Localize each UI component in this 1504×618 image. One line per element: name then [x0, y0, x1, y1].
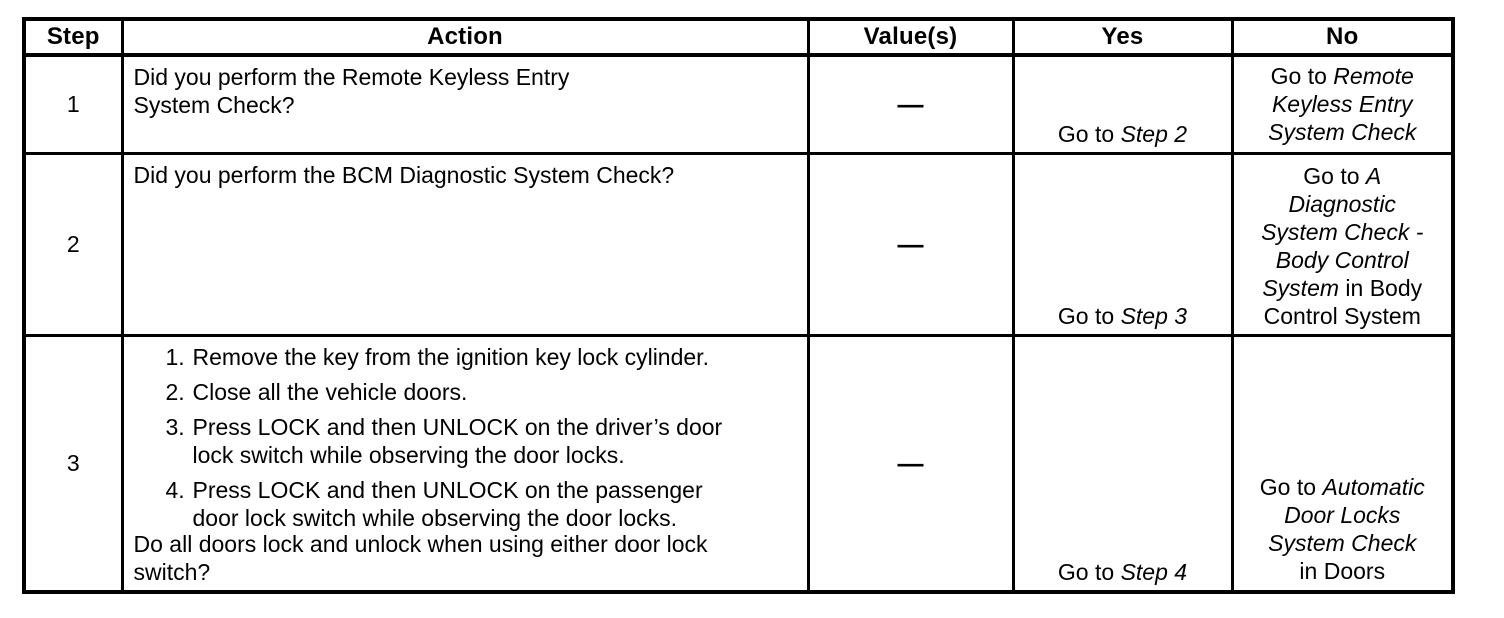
list-item: 1. Remove the key from the ignition key …	[166, 343, 783, 371]
header-cell-action: Action	[120, 17, 810, 57]
no-text-line: in Doors	[1299, 558, 1386, 584]
list-item-number: 2.	[165, 378, 185, 405]
header-row: Step Action Value(s) Yes No	[22, 17, 1455, 57]
go-to-text: Go to Step 3	[1057, 302, 1188, 329]
list-item-number: 3.	[165, 413, 185, 440]
no-cell: Go to Automatic Door Locks System Check …	[1230, 333, 1455, 594]
header-cell-step: Step	[22, 17, 124, 57]
no-text-line: Diagnostic	[1288, 190, 1396, 217]
no-cell: Go to Remote Keyless Entry System Check	[1230, 53, 1455, 155]
go-to-text: Go to Step 4	[1057, 559, 1188, 585]
list-item-text: Press LOCK and then UNLOCK on the passen…	[192, 476, 703, 531]
list-item: 2. Close all the vehicle doors.	[166, 378, 783, 406]
numbered-list: 1. Remove the key from the ignition key …	[134, 343, 783, 532]
no-text-line: Control System	[1263, 302, 1421, 329]
table-row-3: 3 1. Remove the key from the ignition ke…	[22, 333, 1455, 594]
yes-cell: Go to Step 3	[1011, 151, 1234, 337]
list-item-number: 1.	[165, 343, 185, 370]
list-item: 3. Press LOCK and then UNLOCK on the dri…	[166, 413, 783, 469]
list-item: 4. Press LOCK and then UNLOCK on the pas…	[166, 476, 783, 532]
action-text-line: Did you perform the BCM Diagnostic Syste…	[133, 161, 675, 188]
no-text-line: Go to Remote	[1270, 63, 1414, 90]
table-row-1: 1 Did you perform the Remote Keyless Ent…	[22, 53, 1455, 155]
table-row-2: 2 Did you perform the BCM Diagnostic Sys…	[22, 151, 1455, 337]
header-cell-values: Value(s)	[806, 17, 1015, 57]
list-item-text: Close all the vehicle doors.	[192, 378, 468, 405]
value-cell: —	[806, 151, 1015, 337]
yes-cell: Go to Step 4	[1011, 333, 1234, 594]
action-cell: Did you perform the Remote Keyless Entry…	[120, 53, 810, 155]
header-cell-yes: Yes	[1011, 17, 1234, 57]
no-text-line: Go to A	[1303, 162, 1382, 189]
step-number: 2	[22, 151, 124, 337]
list-item-text: Remove the key from the ignition key loc…	[192, 343, 709, 370]
diagnostic-table: Step Action Value(s) Yes No 1 Did you pe…	[22, 17, 1455, 594]
list-item-number: 4.	[165, 476, 185, 503]
action-text-line: Did you perform the Remote Keyless Entry	[133, 64, 570, 90]
action-cell: Did you perform the BCM Diagnostic Syste…	[120, 151, 810, 337]
no-text-line: System Check	[1268, 119, 1417, 146]
value-cell: —	[806, 53, 1015, 155]
no-text-line: Go to Automatic	[1259, 474, 1425, 500]
yes-cell: Go to Step 2	[1011, 53, 1234, 155]
header-cell-no: No	[1230, 17, 1455, 57]
no-text-line: System Check	[1268, 530, 1417, 556]
no-cell: Go to A Diagnostic System Check - Body C…	[1230, 151, 1455, 337]
list-item-text: Press LOCK and then UNLOCK on the driver…	[192, 413, 723, 468]
go-to-text: Go to Step 2	[1057, 120, 1188, 147]
question-text: Do all doors lock and unlock when using …	[133, 530, 708, 585]
action-text-line: System Check?	[133, 92, 295, 118]
no-text-line: Body Control	[1275, 246, 1409, 273]
step-number: 1	[22, 53, 124, 155]
page: Step Action Value(s) Yes No 1 Did you pe…	[22, 17, 1455, 594]
value-cell: —	[806, 333, 1015, 594]
no-text-line: Door Locks	[1284, 502, 1401, 528]
action-cell: 1. Remove the key from the ignition key …	[120, 333, 810, 594]
no-text-line: System Check -	[1261, 218, 1424, 245]
step-number: 3	[22, 333, 124, 594]
no-text-line: System in Body	[1262, 274, 1423, 301]
no-text-line: Keyless Entry	[1271, 91, 1413, 118]
action-content: 1. Remove the key from the ignition key …	[134, 343, 783, 586]
